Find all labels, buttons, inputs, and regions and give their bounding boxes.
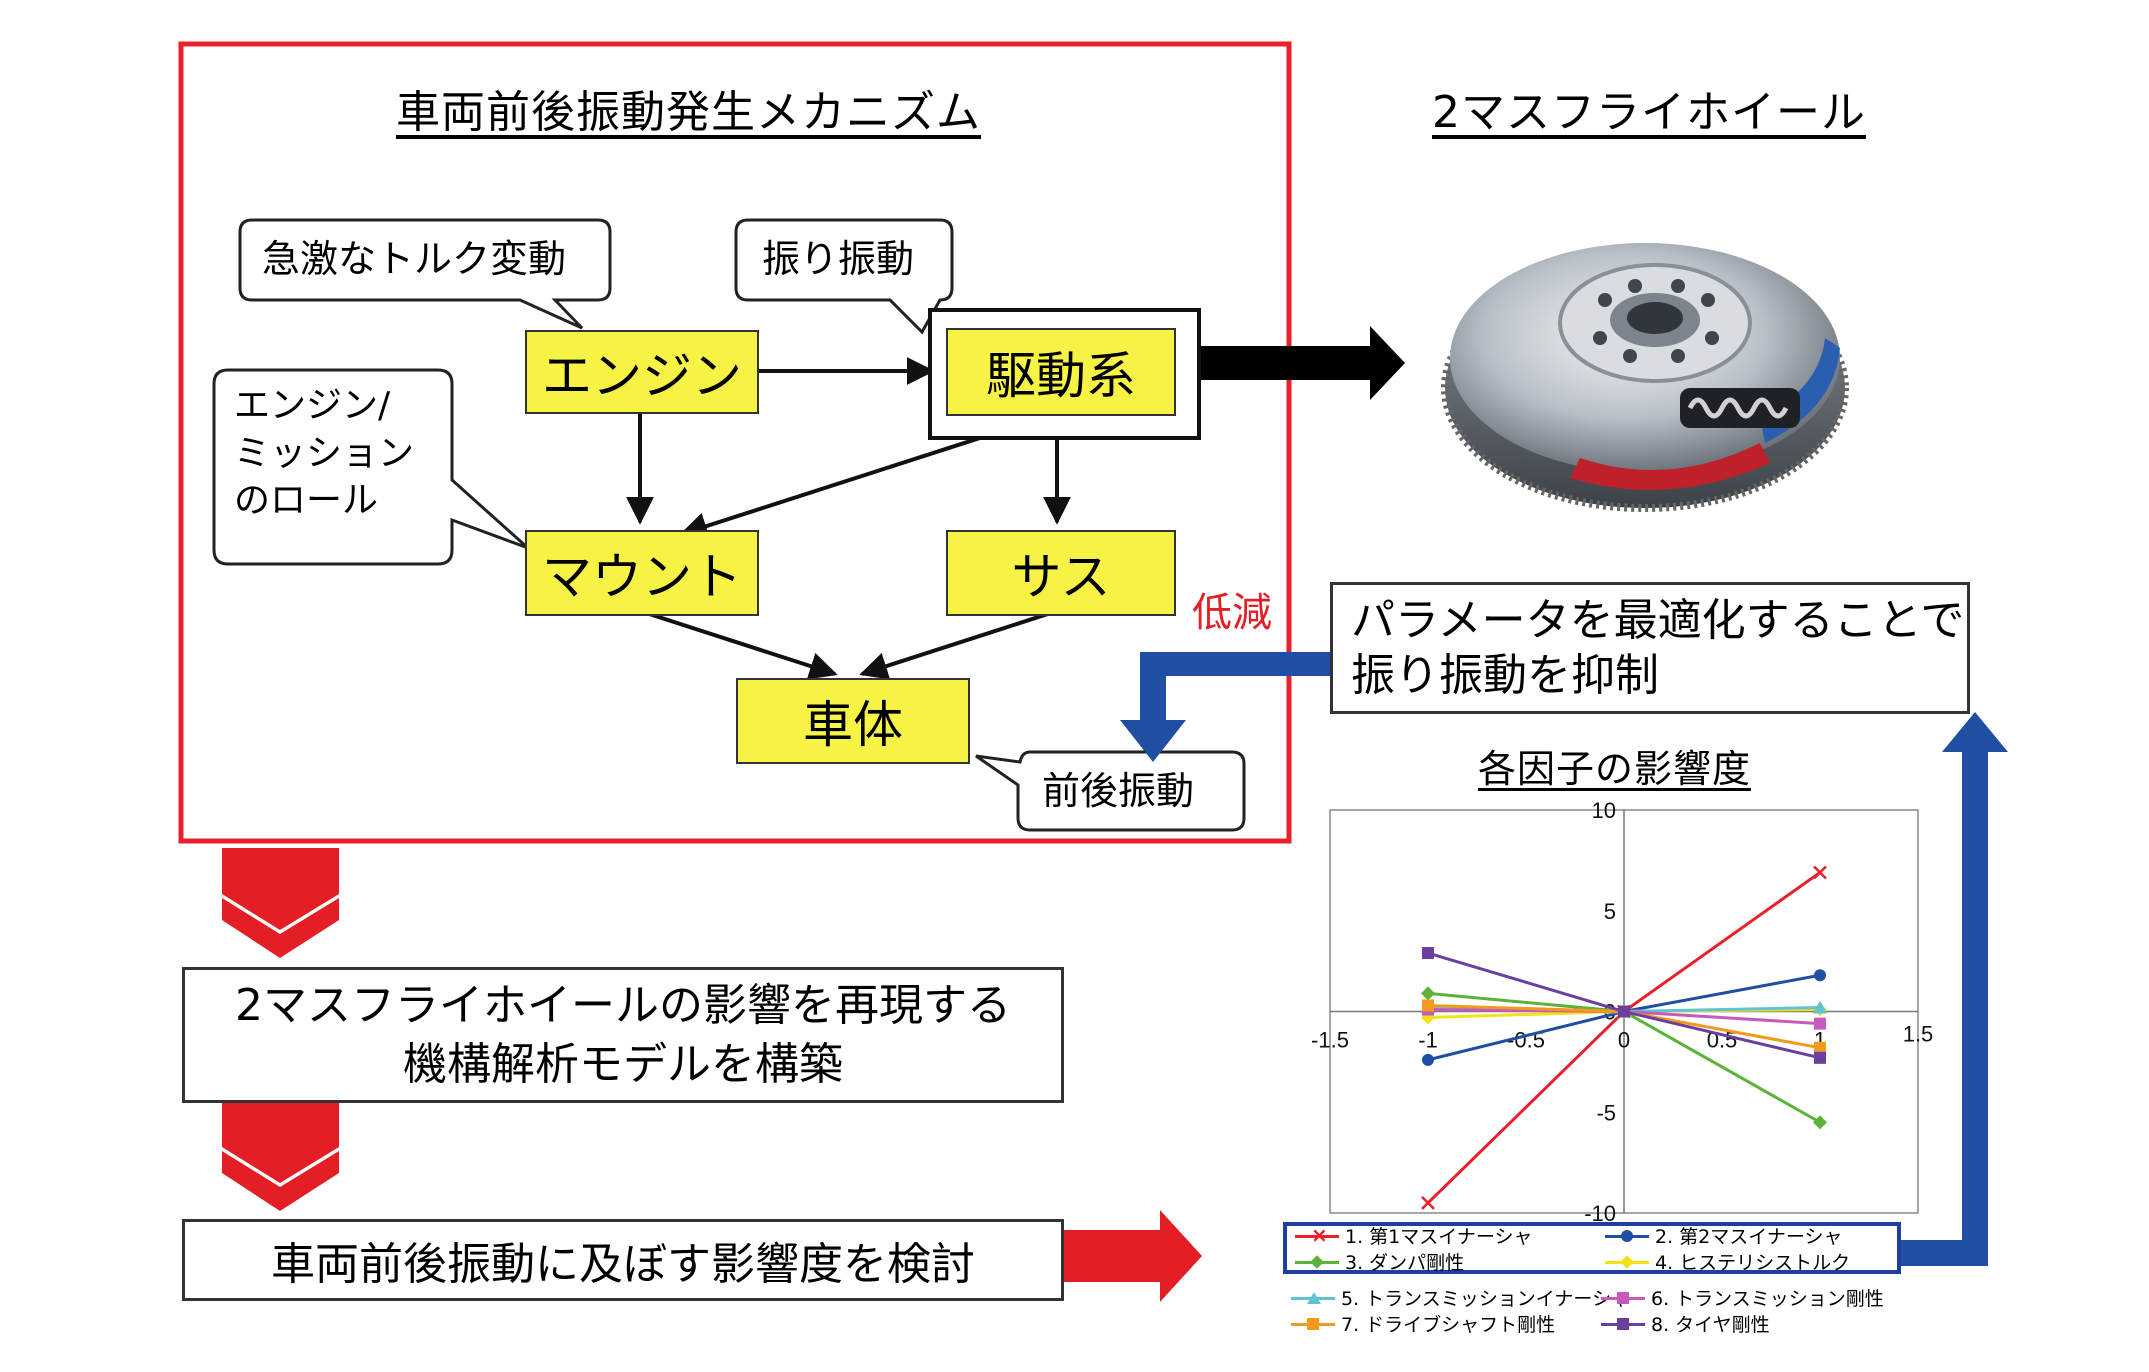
node-mount: マウント [525, 530, 759, 616]
study-box: 車両前後振動に及ぼす影響度を検討 [182, 1219, 1064, 1301]
node-body: 車体 [736, 678, 970, 764]
arrow-to-flywheel [1197, 326, 1405, 400]
legend-marker-icon: × [1295, 1225, 1339, 1246]
legend-item-4: 4. ヒステリシストルク [1605, 1248, 1850, 1275]
series-3-point [1421, 986, 1435, 1001]
y-tick-label: 10 [1592, 800, 1616, 823]
callout-bubble-fore-aft [975, 750, 1246, 832]
build-model-box: 2マスフライホイールの影響を再現する 機構解析モデルを構築 [182, 967, 1064, 1103]
chevron-down-2 [222, 1101, 339, 1183]
legend-item-6: 6. トランスミッション剛性 [1601, 1284, 1884, 1311]
legend-item-8: 8. タイヤ剛性 [1601, 1310, 1770, 1337]
reduce-label: 低減 [1192, 590, 1272, 636]
chevron-down-1 [222, 848, 339, 930]
legend-item-1: × 1. 第1マスイナーシャ [1295, 1222, 1533, 1249]
mechanism-title: 車両前後振動発生メカニズム [396, 87, 981, 138]
callout-roll-line-1: エンジン/ [234, 385, 391, 426]
flywheel-image [1441, 243, 1849, 512]
callout-torque-text: 急激なトルク変動 [262, 237, 567, 281]
arrow-drivetrain-mount [679, 423, 1021, 540]
y-tick-label: 5 [1604, 899, 1616, 924]
legend-label: 7. ドライブシャフト剛性 [1341, 1314, 1556, 1336]
series-8-point [1618, 1005, 1630, 1018]
legend-marker-icon [1291, 1314, 1335, 1334]
callout-bubble-torsion [734, 218, 954, 335]
legend-label: 3. ダンパ剛性 [1345, 1252, 1465, 1274]
chevron-down-2b [222, 1151, 339, 1211]
blue-arrow-up [1893, 712, 2008, 1266]
x-tick-label: -1 [1418, 1028, 1438, 1053]
callout-bubble-torque [238, 218, 612, 330]
legend-marker-icon [1605, 1252, 1649, 1272]
series-5-point [1813, 1000, 1827, 1014]
callout-torsion-text: 振り振動 [762, 237, 915, 281]
arrow-to-chart [1062, 1210, 1202, 1302]
series-2-point [1814, 969, 1826, 982]
x-tick-label: 1.5 [1903, 1022, 1934, 1047]
legend-label: 5. トランスミッションイナーシャ [1341, 1288, 1631, 1310]
flywheel-title: 2マスフライホイール [1432, 87, 1866, 138]
node-suspension: サス [946, 530, 1176, 616]
chart-title: 各因子の影響度 [1478, 747, 1752, 791]
y-tick-label: -5 [1596, 1100, 1616, 1125]
series-1-point [1813, 865, 1827, 880]
legend-label: 8. タイヤ剛性 [1651, 1314, 1770, 1336]
y-tick-label: -10 [1584, 1201, 1616, 1226]
x-tick-label: 0 [1618, 1028, 1630, 1053]
optimize-line-2: 振り振動を抑制 [1351, 650, 1659, 701]
chart-legend: × 1. 第1マスイナーシャ 2. 第2マスイナーシャ 3. ダンパ剛性 4. ヒステリ… [1283, 1222, 1901, 1274]
arrow-mount-body [639, 609, 838, 680]
series-8-point [1422, 947, 1434, 960]
legend-item-7: 7. ドライブシャフト剛性 [1291, 1310, 1555, 1337]
series-6-point [1814, 1017, 1826, 1030]
legend-label: 2. 第2マスイナーシャ [1655, 1226, 1843, 1248]
legend-item-2: 2. 第2マスイナーシャ [1605, 1222, 1843, 1249]
chevron-down-1b [222, 898, 339, 958]
arrow-suspension-body [859, 609, 1058, 680]
legend-marker-icon [1295, 1252, 1339, 1272]
callout-bubble-roll [212, 368, 530, 566]
legend-marker-icon [1601, 1288, 1645, 1308]
legend-marker-icon [1605, 1226, 1649, 1246]
blue-arrow-to-mechanism [1120, 652, 1330, 762]
mechanism-frame [178, 41, 1292, 844]
callout-roll-line-3: のロール [234, 480, 379, 522]
callout-roll-line-2: ミッション [234, 432, 415, 474]
series-7-point [1814, 1041, 1826, 1054]
legend-label: 6. トランスミッション剛性 [1651, 1288, 1884, 1310]
build-line-2: 機構解析モデルを構築 [403, 1039, 843, 1090]
legend-label: 1. 第1マスイナーシャ [1345, 1226, 1533, 1248]
node-drivetrain: 駆動系 [946, 328, 1176, 416]
legend-marker-icon [1291, 1288, 1335, 1308]
callout-fore-aft-text: 前後振動 [1042, 769, 1195, 813]
series-2-point [1422, 1053, 1434, 1066]
node-engine: エンジン [525, 330, 759, 414]
series-1-point [1421, 1196, 1435, 1210]
legend-item-5: 5. トランスミッションイナーシャ [1291, 1284, 1630, 1311]
optimize-box: パラメータを最適化することで 振り振動を抑制 [1330, 582, 1970, 714]
study-text: 車両前後振動に及ぼす影響度を検討 [271, 1239, 975, 1290]
optimize-line-1: パラメータを最適化することで [1351, 595, 1965, 646]
legend-label: 4. ヒステリシストルク [1655, 1252, 1851, 1274]
callout-roll-text: エンジン/ ミッション のロール [234, 382, 414, 525]
series-8-point [1814, 1051, 1826, 1064]
legend-item-3: 3. ダンパ剛性 [1295, 1248, 1464, 1275]
series-7-point [1422, 999, 1434, 1012]
build-line-1: 2マスフライホイールの影響を再現する [235, 979, 1011, 1031]
series-3-point [1813, 1115, 1827, 1130]
x-tick-label: -1.5 [1311, 1028, 1349, 1053]
legend-marker-icon [1601, 1314, 1645, 1334]
